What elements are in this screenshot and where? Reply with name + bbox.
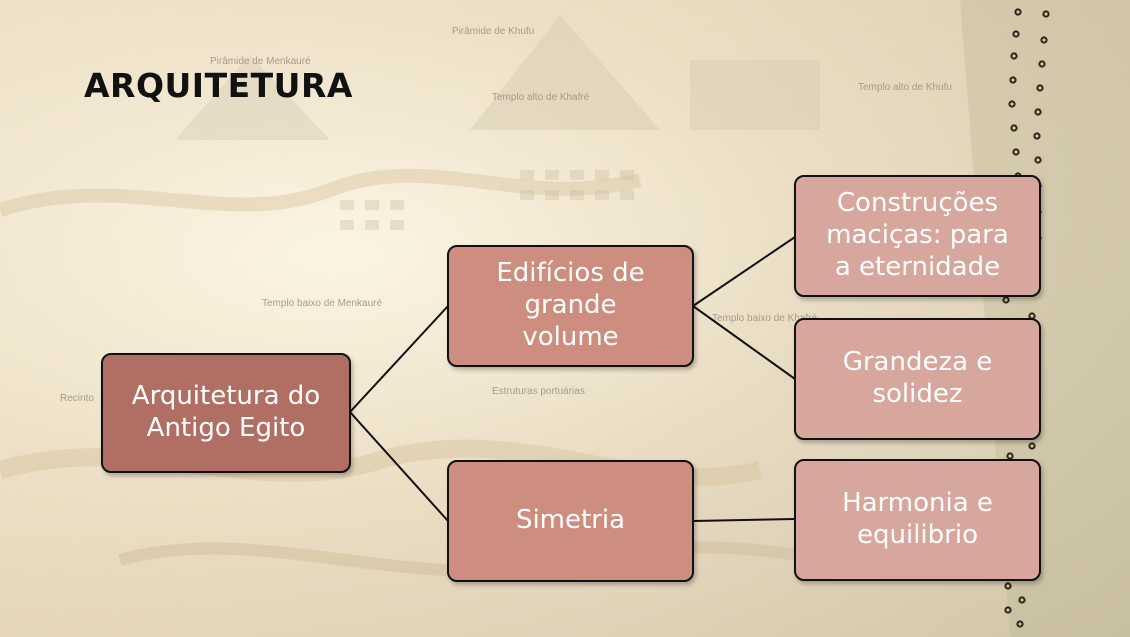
bg-label-templo-alto-khafre: Templo alto de Khafré bbox=[492, 92, 590, 103]
node-branch-1-label: Edifícios de grande volume bbox=[496, 258, 645, 352]
bg-label-recinto: Recinto bbox=[60, 393, 94, 404]
bg-label-estruturas-portuarias: Estruturas portuárias bbox=[492, 386, 585, 397]
node-leaf-3-label: Harmonia e equilibrio bbox=[842, 488, 993, 550]
node-edificios-de-grande-volume: Edifícios de grande volume bbox=[447, 245, 694, 367]
connector-branch-2-to-leaf-3 bbox=[692, 518, 796, 522]
node-leaf-2-label: Grandeza e solidez bbox=[842, 347, 993, 409]
node-root-label: Arquitetura do Antigo Egito bbox=[131, 381, 321, 443]
bg-label-piramide-menkaure: Pirâmide de Menkauré bbox=[210, 56, 311, 67]
bg-label-piramide-khufu: Pirâmide de Khufu bbox=[452, 26, 535, 37]
bg-label-templo-alto-khufu: Templo alto de Khufu bbox=[858, 82, 952, 93]
node-harmonia-e-equilibrio: Harmonia e equilibrio bbox=[794, 459, 1041, 581]
connector-root-to-branch-2 bbox=[349, 411, 449, 522]
bg-label-templo-baixo-menkaure: Templo baixo de Menkauré bbox=[262, 298, 383, 309]
node-simetria: Simetria bbox=[447, 460, 694, 582]
node-grandeza-e-solidez: Grandeza e solidez bbox=[794, 318, 1041, 440]
connector-branch-1-to-leaf-2 bbox=[692, 305, 796, 380]
node-branch-2-label: Simetria bbox=[515, 505, 626, 536]
slide-title: ARQUITETURA bbox=[84, 66, 353, 105]
connector-root-to-branch-1 bbox=[349, 305, 449, 413]
bg-label-templo-baixo-khafre: Templo baixo de Khafré bbox=[712, 313, 818, 324]
connector-branch-1-to-leaf-1 bbox=[692, 236, 796, 307]
node-leaf-1-label: Construções maciças: para a eternidade bbox=[826, 188, 1009, 282]
node-root-arquitetura-do-antigo-egito: Arquitetura do Antigo Egito bbox=[101, 353, 351, 473]
node-construcoes-macicas: Construções maciças: para a eternidade bbox=[794, 175, 1041, 297]
